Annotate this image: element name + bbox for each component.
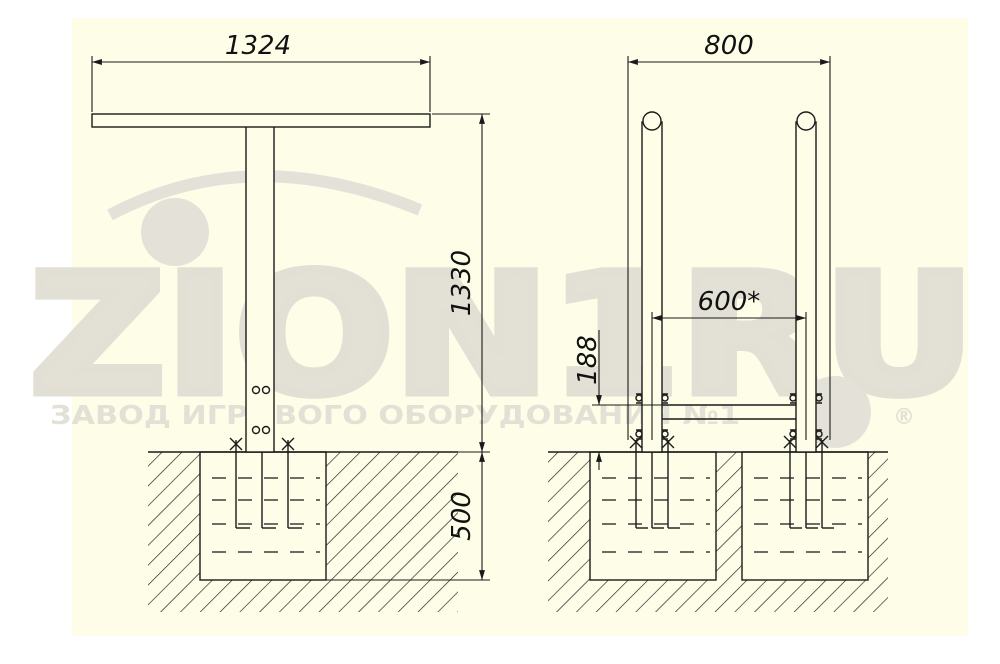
cross-bar	[662, 404, 796, 420]
watermark: ZION1RU ЗАВОД ИГРОВОГО ОБОРУДОВАНИЯ №1 ®	[26, 170, 980, 448]
dim-width-1324: 1324	[225, 31, 291, 61]
front-view	[548, 111, 888, 612]
front-bolts	[635, 393, 823, 440]
dim-inner-600: 600*	[698, 287, 761, 317]
dim-bar-height-188: 188	[573, 335, 603, 385]
side-dimensions	[91, 56, 490, 581]
dim-height-1330: 1330	[447, 250, 477, 316]
top-beam	[91, 113, 431, 128]
side-bolts	[251, 385, 271, 435]
watermark-caption: ЗАВОД ИГРОВОГО ОБОРУДОВАНИЯ №1	[50, 401, 740, 431]
front-dimensions	[592, 56, 831, 470]
side-post	[245, 119, 275, 453]
ground-hatch-right	[548, 451, 888, 612]
ground-hatch-left	[148, 451, 458, 612]
dim-depth-500: 500	[447, 491, 477, 541]
anchor-bolts-right-b	[783, 435, 834, 529]
anchor-bolts-right-a	[629, 435, 680, 529]
post-cap-left	[642, 111, 662, 131]
concrete-foundation-right-b	[741, 451, 869, 581]
concrete-foundation-left	[199, 451, 327, 581]
dim-width-800: 800	[704, 31, 754, 61]
side-view	[91, 113, 458, 612]
watermark-registered: ®	[893, 405, 915, 430]
post-cap-right	[796, 111, 816, 131]
